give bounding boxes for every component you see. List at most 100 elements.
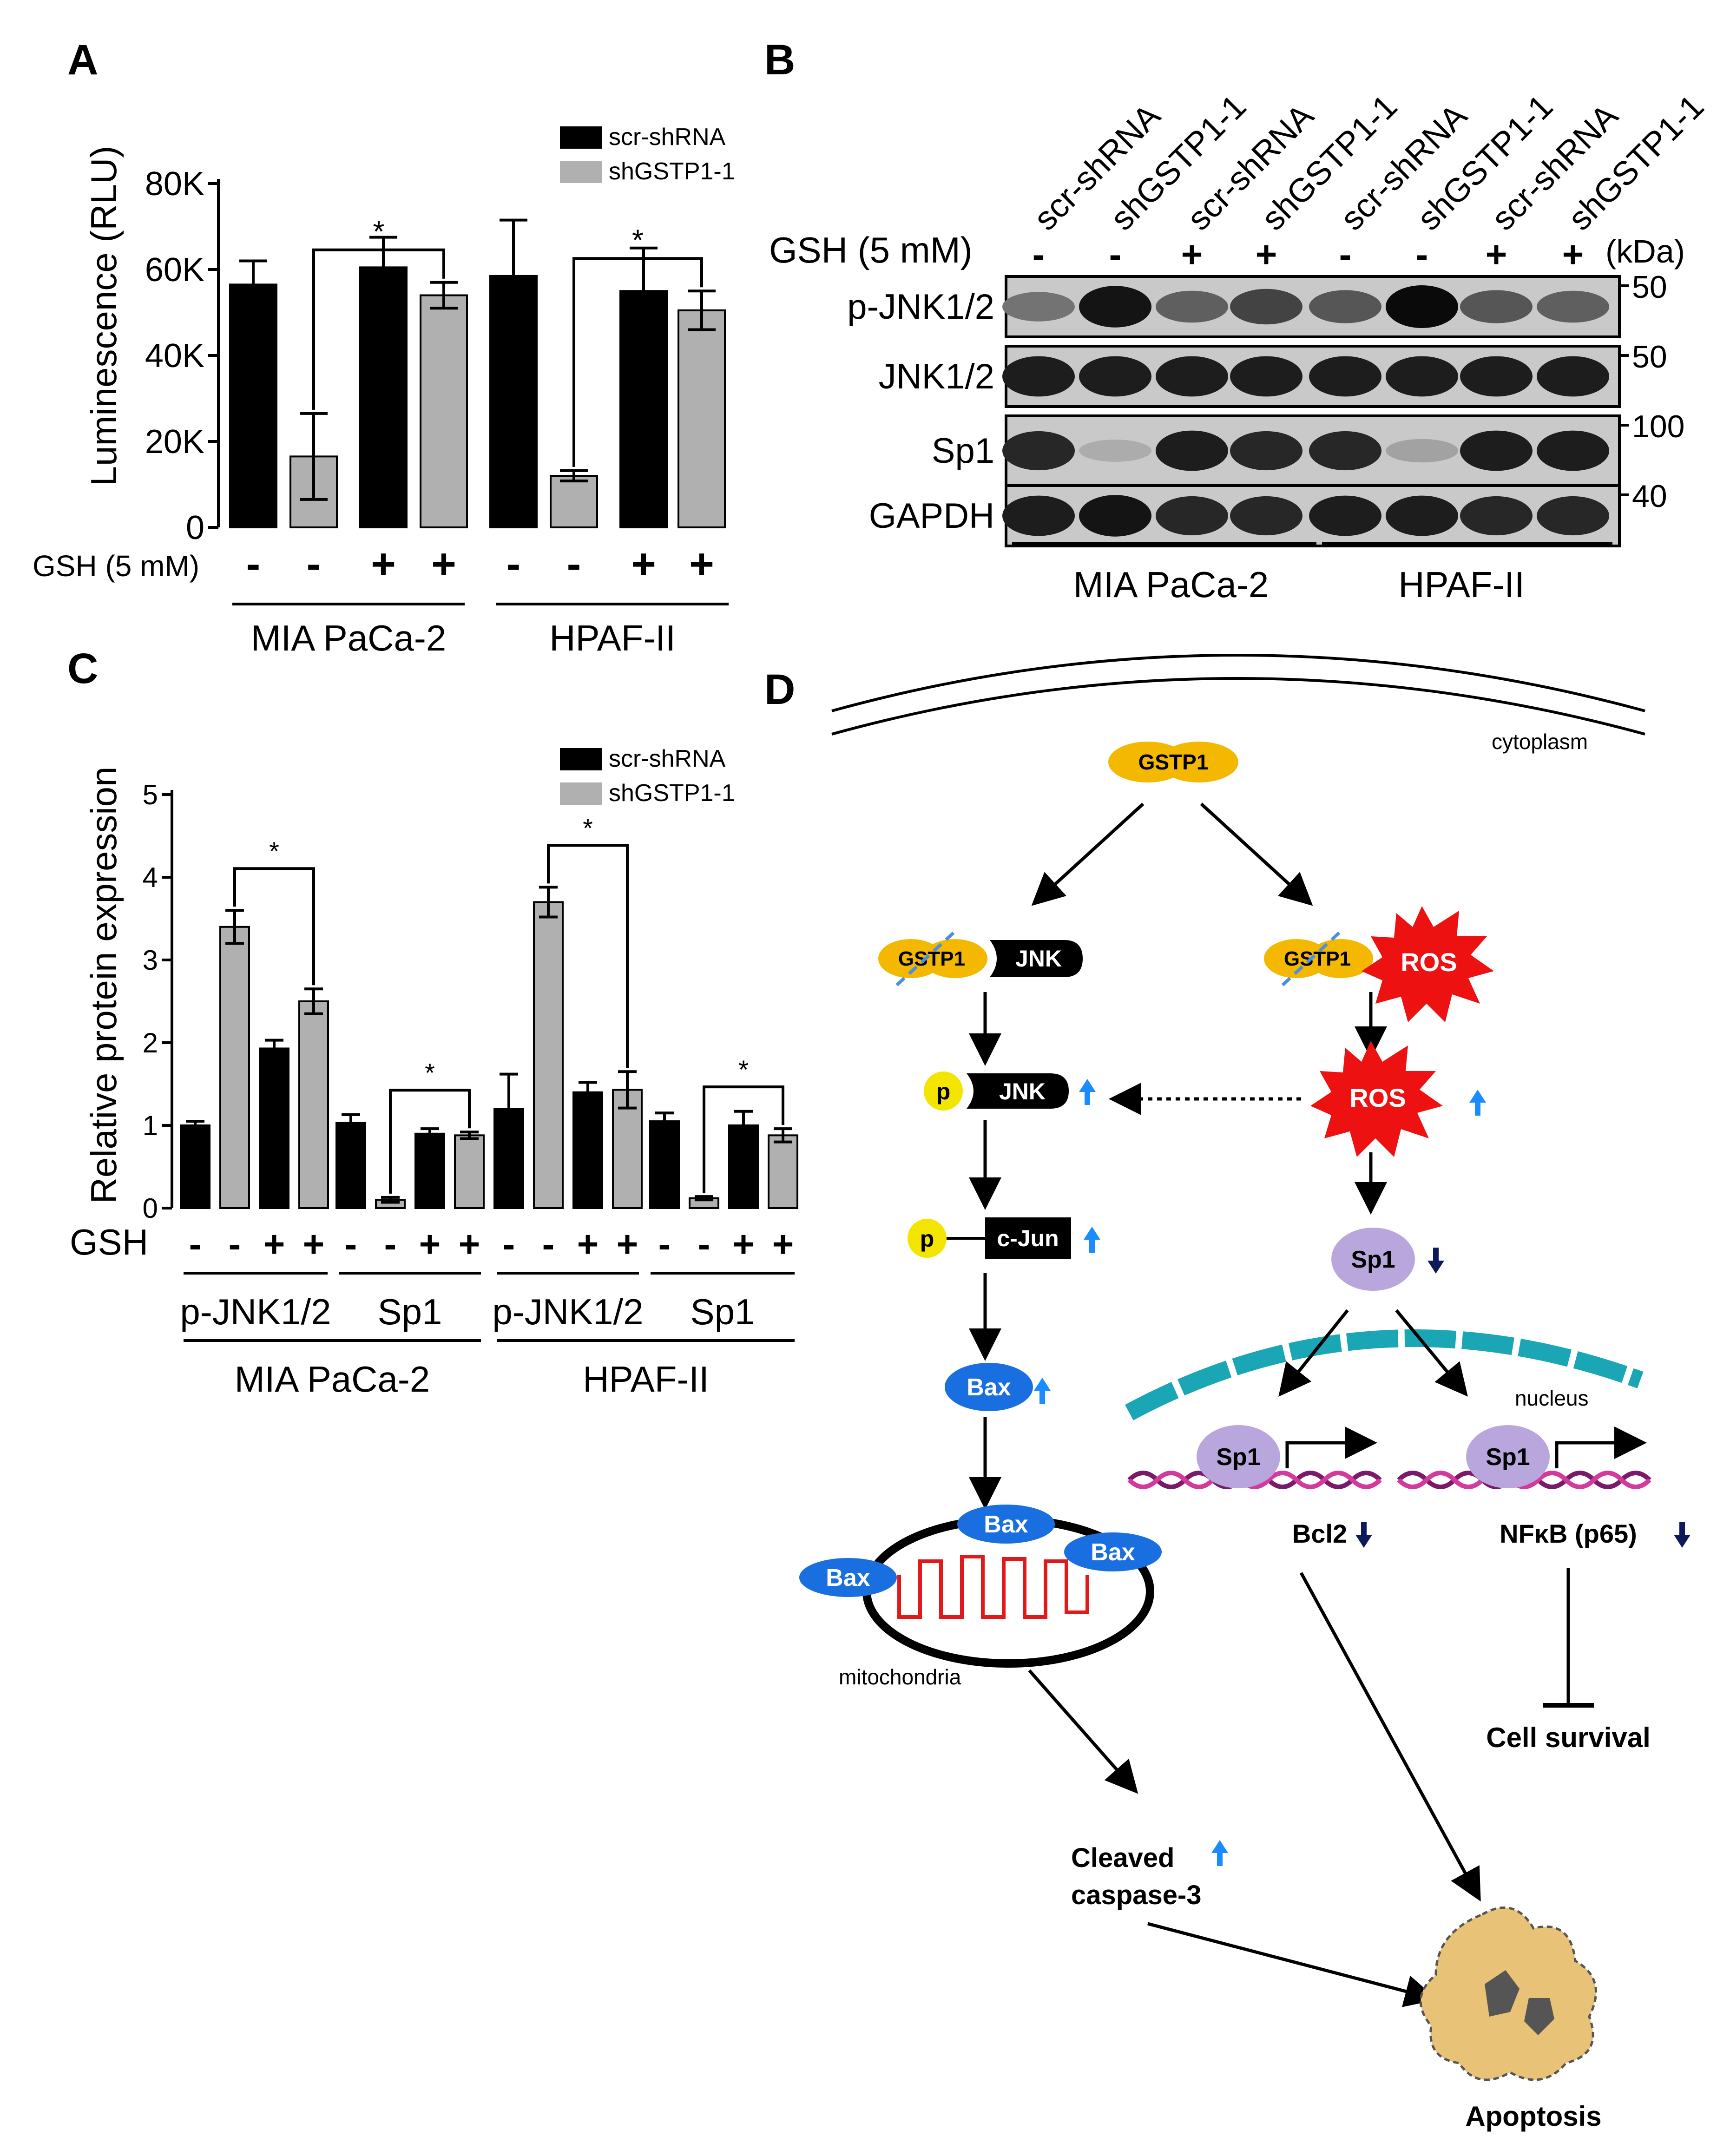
p-jnk-shape	[967, 1073, 1069, 1109]
bar	[550, 475, 598, 528]
panel-a-gsh-signs: --++--++	[246, 540, 714, 588]
tss-arrow-bcl2	[1285, 1426, 1377, 1468]
panel-c-sub-label-1: p-JNK1/2	[180, 1291, 331, 1332]
up-regulation-icon	[1084, 1227, 1100, 1253]
cleaved-label-2: caspase-3	[1071, 1880, 1202, 1910]
jnk-complex-shape	[990, 940, 1083, 977]
bar	[298, 1000, 329, 1209]
blot-band	[1079, 286, 1151, 328]
gsh-sign: -	[1416, 234, 1428, 275]
bar	[649, 1120, 680, 1209]
gsh-sign: +	[733, 1223, 755, 1265]
mitochondria-label: mitochondria	[839, 1665, 961, 1689]
gsh-sign: -	[542, 1223, 555, 1265]
gsh-sign: -	[567, 540, 581, 588]
blot-band	[1002, 356, 1075, 397]
panel-a-y-axis-label: Luminescence (RLU)	[83, 146, 124, 486]
phospho-label-jnk: p	[936, 1078, 951, 1104]
kda-label: 40	[1632, 479, 1667, 514]
gstp1-left-label: GSTP1	[898, 947, 965, 970]
ros-node: ROS	[1310, 1041, 1443, 1157]
arrow-gstp1-to-right	[1200, 802, 1313, 906]
bcl2-label: Bcl2	[1292, 1519, 1347, 1548]
bax-mito-top-label: Bax	[984, 1511, 1028, 1538]
y-tick-label: 0	[186, 509, 204, 546]
bar	[572, 1091, 603, 1209]
gsh-sign: +	[1486, 234, 1507, 275]
bar	[180, 1124, 210, 1209]
blot-band	[1386, 495, 1458, 536]
y-tick-label: 0	[143, 1193, 158, 1224]
up-regulation-icon	[1079, 1079, 1096, 1105]
p-jnk-label: JNK	[999, 1078, 1046, 1104]
blot-band	[1386, 356, 1458, 397]
gsh-sign: -	[384, 1223, 397, 1265]
arrow-sp1-to-nfkb	[1395, 1309, 1468, 1397]
legend-swatch-scr	[560, 126, 602, 149]
significance-bracket	[572, 257, 703, 467]
significance-star: *	[425, 1058, 435, 1087]
blot-band	[1230, 289, 1302, 325]
legend-swatch-scr	[560, 748, 602, 770]
gsh-sign: +	[431, 540, 456, 588]
gstp1-top-label: GSTP1	[1138, 750, 1209, 774]
gsh-sign: +	[1256, 234, 1277, 275]
gsh-sign: +	[459, 1223, 480, 1265]
cell-membrane-outer	[831, 654, 1645, 712]
gsh-sign: -	[246, 540, 261, 588]
sp1-bcl2-promoter: Sp1	[1197, 1425, 1377, 1488]
cell-membrane-inner	[831, 677, 1645, 736]
bar	[768, 1134, 798, 1209]
y-tick-label: 60K	[145, 251, 204, 289]
dissociation-mark-right	[1281, 928, 1344, 986]
panel-b: B scr-shRNAshGSTP1-1scr-shRNAshGSTP1-1sc…	[764, 36, 1711, 605]
cjun-box	[985, 1217, 1071, 1259]
panel-c-sub-label-3: p-JNK1/2	[492, 1291, 643, 1332]
gsh-sign: -	[189, 1223, 202, 1265]
ros-burst-top	[1362, 906, 1494, 1022]
panel-b-kda-label: (kDa)	[1605, 233, 1685, 270]
gsh-sign: +	[263, 1223, 285, 1265]
y-tick-label: 4	[143, 862, 158, 893]
panel-a-group-label-1: MIA PaCa-2	[251, 618, 447, 658]
gsh-sign: +	[303, 1223, 325, 1265]
sp1-label: Sp1	[1351, 1246, 1395, 1273]
significance-bracket	[312, 248, 445, 410]
panel-c-letter: C	[67, 645, 98, 692]
blot-band	[1002, 292, 1075, 322]
nuclear-envelope	[1125, 1329, 1644, 1420]
phospho-label-cjun: p	[920, 1226, 934, 1252]
kda-label: 100	[1632, 409, 1684, 444]
gsh-sign: +	[772, 1223, 794, 1265]
y-tick-label: 1	[143, 1110, 158, 1141]
bar	[359, 266, 408, 528]
jnk-complex-label: JNK	[1015, 946, 1062, 972]
significance-star: *	[632, 223, 644, 256]
panel-c-group-label-1: MIA PaCa-2	[235, 1359, 430, 1400]
bax-mito-right-label: Bax	[1091, 1539, 1135, 1566]
gsh-sign: -	[345, 1223, 357, 1265]
blot-row-label: Sp1	[932, 431, 994, 471]
cell-survival-label: Cell survival	[1486, 1722, 1651, 1753]
bax-label: Bax	[967, 1374, 1011, 1401]
significance-bracket	[703, 1085, 784, 1193]
down-regulation-icon	[1355, 1522, 1372, 1548]
gsh-sign: +	[1562, 234, 1584, 275]
panel-b-group-label-1: MIA PaCa-2	[1073, 564, 1269, 605]
nfkb-label: NFκB (p65)	[1500, 1519, 1637, 1548]
blot-band	[1002, 495, 1075, 536]
gsh-sign: +	[631, 540, 656, 588]
phospho-circle-cjun	[908, 1219, 947, 1258]
panel-a-gsh-label: GSH (5 mM)	[33, 549, 199, 583]
panel-b-group-label-2: HPAF-II	[1398, 564, 1525, 605]
panel-d: D cytoplasm GSTP1 GSTP1 JNK GSTP1	[764, 654, 1691, 2132]
cleaved-label-1: Cleaved	[1071, 1843, 1174, 1873]
bar	[219, 926, 250, 1209]
panel-a-bars: **	[229, 215, 726, 528]
mitochondria-cristae	[897, 1555, 1089, 1619]
legend-swatch-shgstp1	[560, 161, 602, 183]
blot-band	[1309, 290, 1381, 323]
sp1-node: Sp1	[1331, 1228, 1415, 1291]
